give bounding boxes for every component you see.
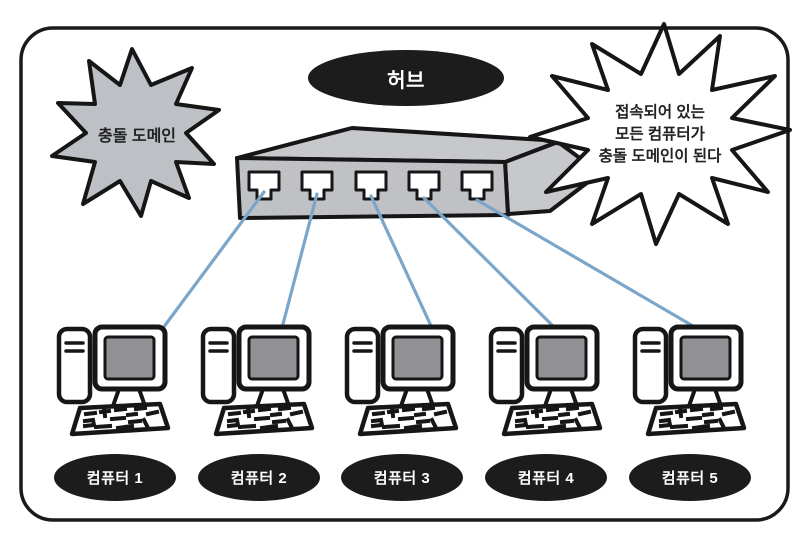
hub-device — [235, 126, 598, 220]
starburst-shape — [528, 22, 792, 246]
rj45-port-4-icon — [407, 170, 441, 201]
cable-2 — [280, 192, 319, 330]
diagram-border — [19, 26, 790, 522]
network-cables — [161, 190, 695, 330]
computer-5-label: 컴퓨터 5 — [629, 454, 751, 501]
cable-3 — [369, 194, 434, 330]
computer-4-illustration — [491, 327, 600, 434]
computer-5-illustration — [635, 327, 744, 434]
computer-2-label: 컴퓨터 2 — [198, 454, 320, 501]
cable-4 — [422, 196, 557, 330]
rj45-port-1-icon — [247, 170, 281, 201]
computer-3-illustration — [347, 327, 456, 434]
hub-ports — [247, 170, 494, 201]
rj45-port-3-icon — [354, 170, 388, 201]
computer-2-illustration — [203, 327, 312, 434]
starburst-shape — [50, 47, 221, 218]
computer-1-label: 컴퓨터 1 — [54, 454, 176, 501]
cable-5 — [475, 198, 695, 328]
rj45-port-2-icon — [300, 170, 334, 201]
cable-1 — [161, 190, 266, 330]
computer-4-label: 컴퓨터 4 — [485, 454, 607, 501]
computer-3-label: 컴퓨터 3 — [341, 454, 463, 501]
rj45-port-5-icon — [460, 170, 494, 201]
computer-1-illustration — [59, 327, 168, 434]
callout-starburst: 접속되어 있는 모든 컴퓨터가 충돌 도메인이 된다 — [528, 22, 792, 248]
hub-label: 허브 — [308, 50, 504, 106]
collision-domain-starburst: 충돌 도메인 — [46, 46, 228, 222]
